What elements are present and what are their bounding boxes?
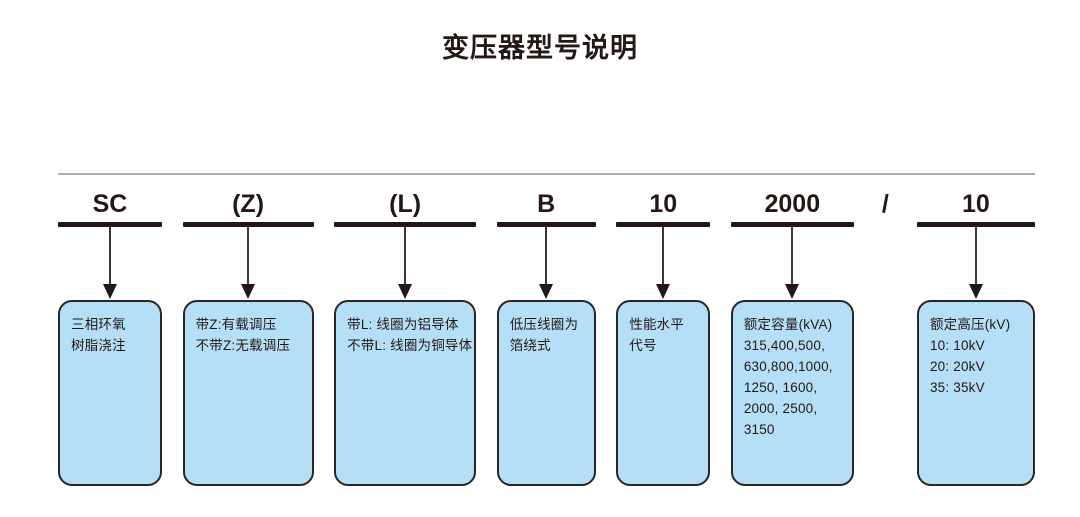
description-line: 带L: 线圈为铝导体 [347,317,459,332]
arrow-head [539,284,554,299]
description-line: 315,400,500, [743,338,826,353]
description-line: 不带L: 线圈为铜导体 [347,338,473,353]
description-line: 性能水平 [629,317,685,332]
arrow-head [103,284,117,299]
arrow-head [785,284,800,299]
description-box: 带L: 线圈为铝导体 不带L: 线圈为铜导体 [334,300,477,486]
arrow-shaft [247,227,250,288]
code-underline [916,222,1035,227]
description-line: 额定容量(kVA) [743,317,833,332]
code-underline [334,222,477,227]
code-column-b: B 低压线圈为 箔绕式 [496,186,596,501]
description-line: 3150 [743,422,775,437]
description-line: 带Z:有载调压 [195,317,277,332]
code-label: 2000 [764,190,821,218]
separator-slash: / [881,190,889,218]
code-label: (Z) [232,190,265,218]
code-label: B [537,190,556,218]
down-arrow-icon [183,227,314,300]
arrow-shaft [791,227,794,288]
arrow-shaft [545,227,548,288]
description-box: 性能水平 代号 [616,300,711,486]
description-line: 代号 [629,338,657,353]
description-line: 箔绕式 [509,338,551,353]
down-arrow-icon [58,227,162,300]
down-arrow-icon [334,227,476,300]
code-column-sc: SC 三相环氧 树脂浇注 [58,186,162,501]
page-title: 变压器型号说明 [442,33,638,63]
code-label: SC [92,190,128,218]
description-box: 三相环氧 树脂浇注 [58,300,162,486]
description-box: 额定容量(kVA) 315,400,500, 630,800,1000, 125… [730,300,854,486]
description-box: 带Z:有载调压 不带Z:无载调压 [182,300,314,486]
code-underline [58,222,162,227]
description-line: 三相环氧 [71,317,126,332]
down-arrow-icon [917,227,1035,300]
voltage-separator: / [874,186,896,501]
code-underline [730,222,854,227]
description-line: 10: 10kV [929,338,985,353]
down-arrow-icon [731,227,854,300]
description-box: 低压线圈为 箔绕式 [496,300,596,486]
description-line: 630,800,1000, [743,359,833,374]
header-divider [58,173,1035,175]
arrow-shaft [404,227,407,288]
description-box: 额定高压(kV) 10: 10kV 20: 20kV 35: 35kV [916,300,1035,486]
description-line: 低压线圈为 [509,317,579,332]
code-label: 10 [649,190,678,218]
arrow-head [241,284,256,299]
description-line: 35: 35kV [929,380,985,395]
description-line: 1250, 1600, [743,380,818,395]
code-column-l: (L) 带L: 线圈为铝导体 不带L: 线圈为铜导体 [334,186,477,501]
code-label: 10 [962,190,990,218]
code-label: (L) [389,190,422,218]
down-arrow-icon [497,227,596,300]
description-line: 2000, 2500, [743,401,818,416]
code-column-voltage: 10 额定高压(kV) 10: 10kV 20: 20kV 35: 35kV [916,186,1035,501]
description-line: 树脂浇注 [71,338,126,353]
code-column-performance: 10 性能水平 代号 [616,186,711,501]
arrow-shaft [662,227,665,288]
down-arrow-icon [616,227,710,300]
model-code-diagram: SC 三相环氧 树脂浇注 (Z) 带Z:有载调压 不带Z:无载调压 (L) [58,186,1035,501]
arrow-shaft [109,227,111,288]
code-underline [496,222,596,227]
arrow-shaft [974,227,977,288]
code-underline [182,222,314,227]
code-column-capacity: 2000 额定容量(kVA) 315,400,500, 630,800,1000… [730,186,854,501]
description-line: 额定高压(kV) [929,317,1011,332]
description-line: 不带Z:无载调压 [195,338,291,353]
code-column-z: (Z) 带Z:有载调压 不带Z:无载调压 [182,186,314,501]
arrow-head [398,284,413,299]
description-line: 20: 20kV [929,359,985,374]
code-underline [616,222,711,227]
arrow-head [656,284,671,299]
arrow-head [968,284,983,299]
